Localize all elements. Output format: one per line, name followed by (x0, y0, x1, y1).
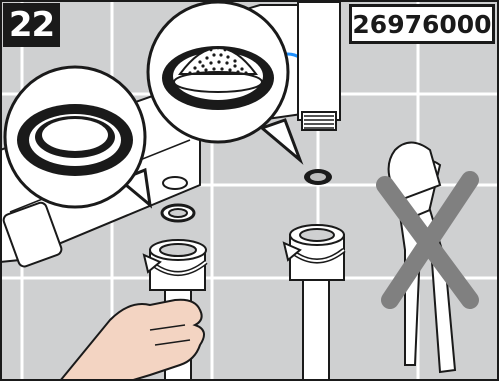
small-filter-seal-right (304, 169, 332, 185)
small-seal-ring-left (162, 205, 194, 221)
seal-ring-icon (17, 104, 133, 176)
filter-screen-icon (162, 46, 274, 110)
part-number-label: 26976000 (349, 4, 495, 44)
step-number-badge: 22 (3, 3, 60, 47)
outlet-pipe (298, 2, 340, 130)
